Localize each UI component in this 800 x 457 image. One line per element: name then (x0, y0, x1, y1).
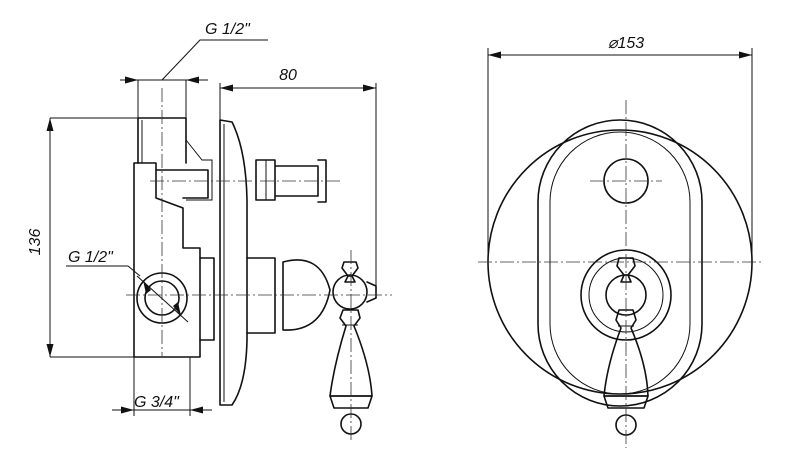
spindle-cap (366, 281, 377, 303)
outlet-arrow-left (121, 406, 134, 414)
lever-tip (329, 395, 373, 409)
inlet-arrow-right (186, 76, 199, 84)
outlet-thread-label: G 3/4" (134, 394, 180, 411)
inlet-thread-label: G 1/2" (205, 21, 251, 38)
outlet-arrow-right (190, 406, 203, 414)
internal-pipe (155, 169, 209, 199)
side-outlet-leader (66, 265, 141, 277)
cover-plate-profile (219, 119, 248, 406)
lever-hub (332, 274, 368, 310)
front-view-dimensions: ⌀153 (488, 35, 752, 59)
inlet-arrow-left (125, 76, 138, 84)
diameter-arrow-right (739, 51, 752, 59)
cartridge-boss (246, 257, 276, 334)
escutcheon-outer (537, 119, 703, 407)
diameter-label: ⌀153 (608, 35, 644, 52)
lower-body (199, 257, 215, 341)
side-outlet-arrow-a (143, 280, 151, 294)
height-arrow-top (46, 118, 54, 131)
lever-top-ornament (341, 261, 359, 283)
depth-arrow-right (363, 84, 376, 92)
valve-body (133, 162, 201, 358)
escutcheon-inner (549, 131, 691, 395)
side-view (50, 80, 392, 440)
height-label: 136 (27, 229, 44, 256)
side-view-dimensions: 136 80 G 1/2" G 1/2" G 3/4" (27, 21, 376, 414)
cartridge-dome (282, 259, 331, 331)
top-inlet-thread (185, 139, 213, 201)
front-view (478, 48, 762, 448)
depth-label: 80 (279, 67, 297, 84)
depth-arrow-left (220, 84, 233, 92)
side-outlet-thread-label: G 1/2" (68, 249, 114, 266)
inlet-leader (161, 39, 268, 81)
side-outlet-arrow-b (173, 302, 181, 316)
diameter-arrow-left (488, 51, 501, 59)
height-arrow-bottom (46, 344, 54, 357)
lever-tip-front (603, 395, 649, 409)
